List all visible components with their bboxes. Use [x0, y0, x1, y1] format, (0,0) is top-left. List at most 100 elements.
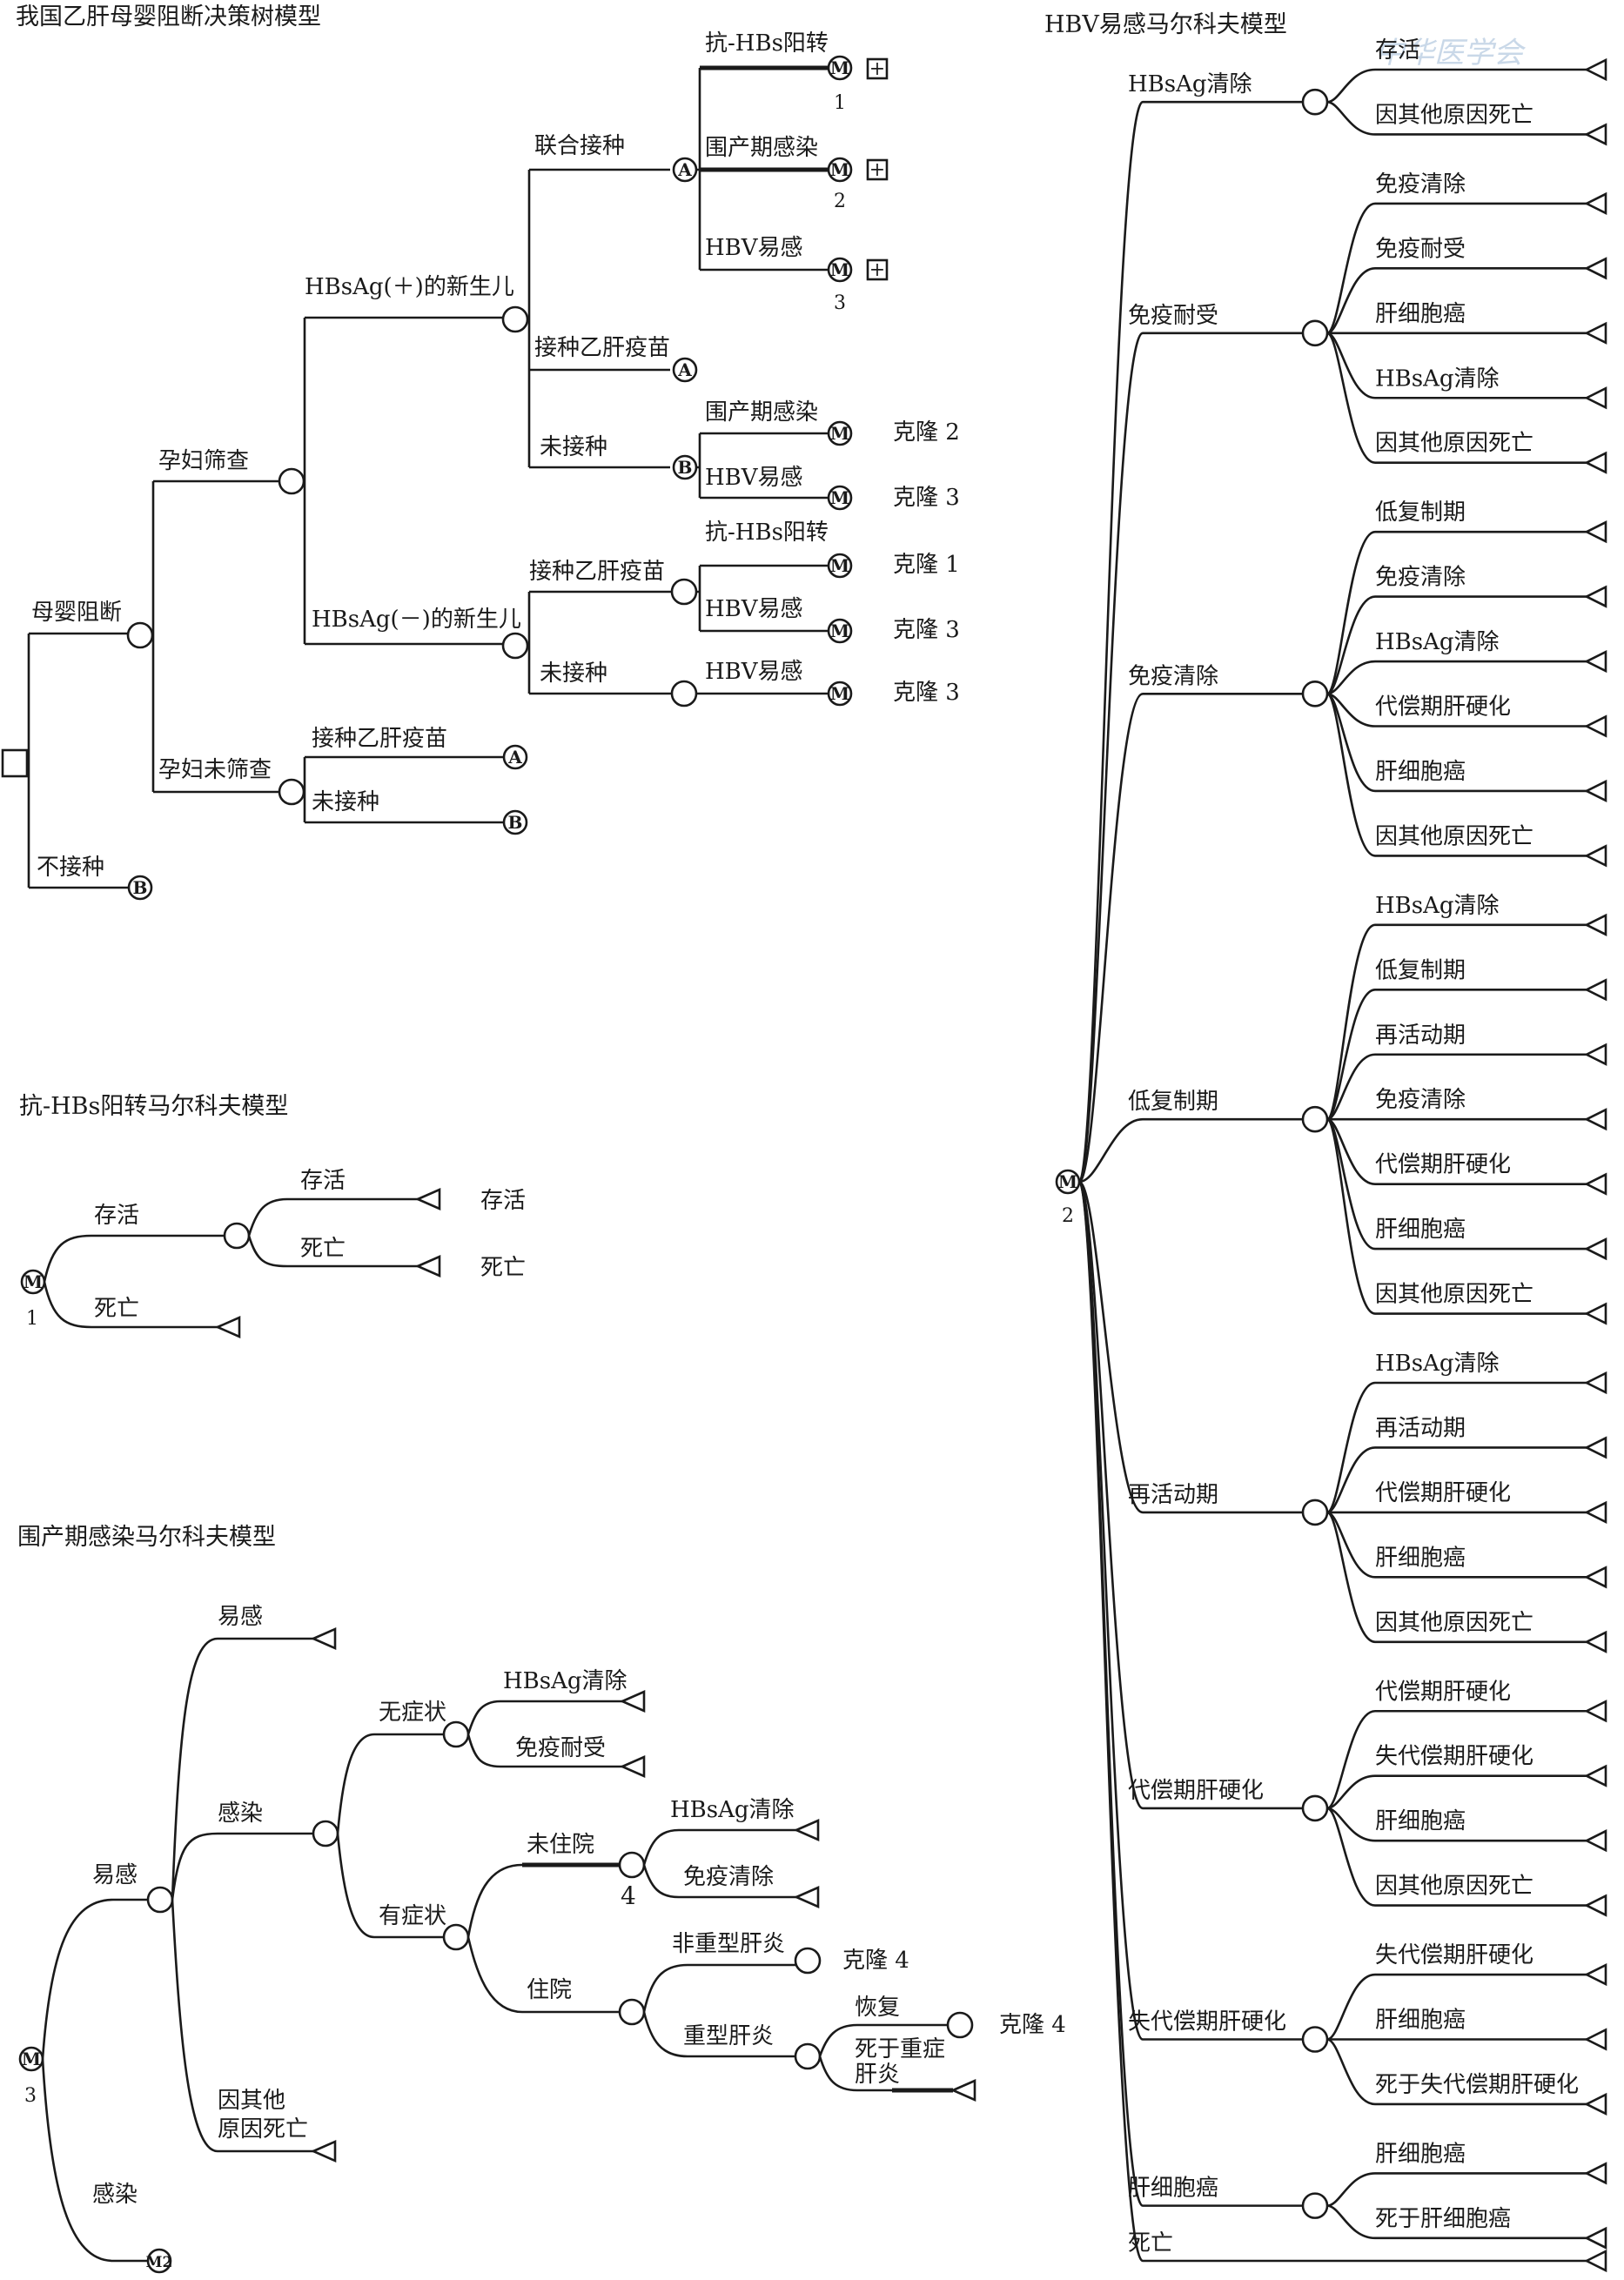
perinatal-number-4: 4	[621, 1881, 636, 1910]
branch-label-hbv-sus: HBV易感	[705, 235, 803, 261]
hbv-terminal-node	[1584, 1700, 1607, 1723]
branch-label-hbv-sus-neg2: HBV易感	[705, 659, 803, 685]
hbv-outcome-label: 肝细胞癌	[1375, 301, 1466, 327]
hbv-outcome-line	[1326, 2038, 1587, 2106]
branch-label-anti-pos-neg: 抗-HBs阳转	[705, 520, 829, 546]
chance-node-positive	[501, 305, 529, 333]
reference-node-b-no-vaccination: B	[127, 875, 153, 901]
perinatal-label-not-hosp: 未住院	[527, 1832, 594, 1858]
perinatal-clone-4a: 克隆 4	[842, 1948, 909, 1974]
branch-label-negative-newborn: HBsAg(－)的新生儿	[312, 607, 521, 633]
hbv-state-line	[1077, 1180, 1303, 2041]
hbv-state-line	[1077, 100, 1303, 1184]
branch-label-hbv-sus-neg: HBV易感	[705, 596, 803, 622]
svg-text:+: +	[869, 259, 885, 281]
hbv-outcome-label: 肝细胞癌	[1375, 1808, 1466, 1834]
hbv-terminal-node	[1584, 2162, 1607, 2185]
hbv-outcome-line	[1326, 1973, 1587, 2041]
branch-label-anti-pos: 抗-HBs阳转	[705, 30, 829, 57]
hbv-outcome-label: 因其他原因死亡	[1375, 1874, 1533, 1900]
hbv-outcome-line	[1325, 530, 1587, 695]
hbv-terminal-node	[1584, 1829, 1607, 1853]
title-hbv-model: HBV易感马尔科夫模型	[1044, 11, 1287, 38]
hbv-outcome-label: HBsAg清除	[1375, 1351, 1500, 1377]
hbv-outcome-line	[1326, 1381, 1587, 1514]
markov-node-perinatal-root: M	[18, 2046, 44, 2072]
hbv-outcome-line	[1326, 332, 1587, 464]
hbv-outcome-label: HBsAg清除	[1375, 629, 1500, 655]
hbv-outcome-label: 失代偿期肝硬化	[1375, 1744, 1533, 1770]
hbv-outcome-line	[1326, 989, 1587, 1121]
branch-label-vaccine-unscreened: 接种乙肝疫苗	[312, 726, 447, 752]
svg-text:M: M	[23, 1271, 43, 1292]
hbv-outcome-line	[1326, 1774, 1587, 1810]
perinatal-label-severe: 重型肝炎	[683, 2023, 774, 2049]
plus-box-1: +	[866, 57, 889, 80]
branch-label-combined: 联合接种	[534, 133, 625, 159]
perinatal-label-die-severe-2: 肝炎	[855, 2062, 900, 2088]
hbv-outcome-label: 代偿期肝硬化	[1375, 694, 1511, 721]
hbv-state-label: 肝细胞癌	[1128, 2176, 1218, 2202]
terminal-node-perinatal-other-death	[310, 2140, 337, 2163]
branch-label-perinatal-b: 围产期感染	[705, 399, 818, 426]
hbv-outcome-line	[1326, 2204, 1587, 2240]
terminal-node-anti-death-direct	[214, 1316, 241, 1338]
negative-branch-lines	[527, 590, 672, 695]
symptomatic-branches	[466, 1863, 620, 2014]
perinatal-label-hosp: 住院	[527, 1977, 572, 2003]
hbv-outcome-label: 肝细胞癌	[1375, 2141, 1466, 2167]
hbv-outcome-line	[1326, 267, 1587, 335]
markov-number-2: 2	[834, 191, 846, 212]
hbv-terminal-node	[1584, 1302, 1607, 1325]
terminal-node-perinatal-sus	[310, 1627, 337, 1650]
title-anti-hbs-model: 抗-HBs阳转马尔科夫模型	[19, 1093, 288, 1120]
branch-label-none-unscreened: 未接种	[312, 789, 379, 815]
hbv-terminal-node	[1584, 913, 1607, 936]
hbv-terminal-node	[1584, 978, 1607, 1002]
asymptomatic-branches	[466, 1700, 622, 1768]
branch-label-hbv-sus-b: HBV易感	[705, 465, 803, 491]
hbv-terminal-node	[1584, 1630, 1607, 1653]
hbv-terminal-node	[1584, 1172, 1607, 1196]
hbv-outcome-label: 再活动期	[1375, 1415, 1466, 1441]
branch-label-positive-newborn: HBsAg(＋)的新生儿	[305, 274, 514, 300]
perinatal-label-susceptible: 易感	[92, 1862, 138, 1888]
terminal-node-immune-clear	[793, 1886, 820, 1908]
svg-text:M: M	[830, 487, 849, 508]
hbv-outcome-label: 因其他原因死亡	[1375, 431, 1533, 457]
branch-label-not-screened: 孕妇未筛查	[158, 757, 272, 783]
hbv-terminal-node	[1584, 844, 1607, 868]
svg-text:A: A	[507, 747, 522, 768]
hbv-terminal-node	[1584, 191, 1607, 216]
chance-node-not-screened	[278, 778, 305, 806]
anti-model-number: 1	[26, 1308, 38, 1330]
hbv-state-line	[1077, 1180, 1303, 1514]
svg-text:M: M	[22, 2049, 41, 2069]
hbv-chance-node	[1301, 1499, 1329, 1526]
plus-box-3: +	[866, 258, 889, 281]
hbv-outcome-label: 肝细胞癌	[1375, 1217, 1466, 1243]
title-decision-tree: 我国乙肝母婴阻断决策树模型	[16, 3, 321, 30]
svg-text:B: B	[133, 877, 148, 898]
perinatal-label-hbsag-clear: HBsAg清除	[503, 1668, 627, 1694]
hbv-terminal-node	[1584, 2092, 1607, 2116]
anti-model-branches	[43, 1234, 225, 1329]
hbv-chance-node	[1301, 680, 1329, 707]
reference-node-b-unscreened: B	[502, 809, 528, 835]
anti-hbs-markov-model: M 1 存活 死亡 存活 死亡 存活 死亡	[20, 1168, 526, 1338]
chance-node-perinatal-infected	[312, 1820, 339, 1847]
hbv-terminal-node	[1584, 57, 1607, 82]
hbv-outcome-line	[1326, 1807, 1587, 1907]
markov-node-anti-root: M	[20, 1269, 46, 1295]
perinatal-sus-branches	[171, 1637, 313, 2153]
hbv-outcome-label: 肝细胞癌	[1375, 1545, 1466, 1571]
chance-node-perinatal-sus	[146, 1886, 174, 1914]
chance-node-screened	[278, 467, 305, 495]
chance-node-recover	[946, 2011, 974, 2039]
perinatal-model-number: 3	[24, 2085, 37, 2107]
hbv-terminal-node	[1584, 321, 1607, 345]
hbv-outcome-label: 低复制期	[1375, 500, 1466, 526]
hbv-outcome-line	[1326, 1053, 1587, 1121]
hbv-terminal-node	[1584, 1436, 1607, 1459]
